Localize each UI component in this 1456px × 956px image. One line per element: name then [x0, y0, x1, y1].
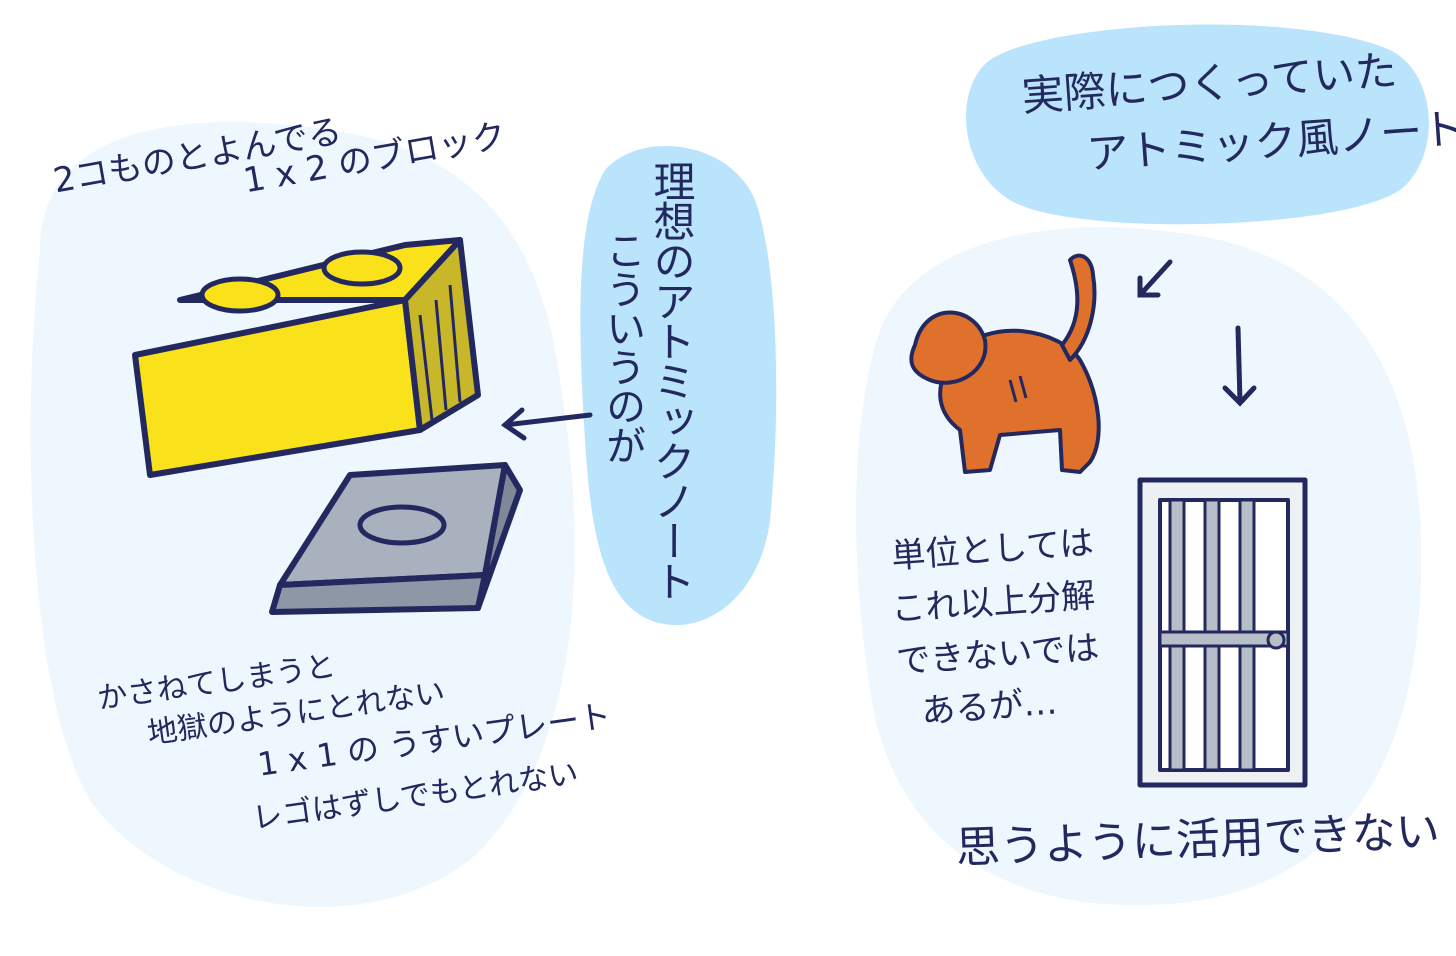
arrow-down-icon — [1222, 325, 1257, 407]
lego-brick-icon — [132, 237, 481, 478]
center-bubble-line-1: 理想のアトミックノート — [647, 160, 696, 600]
right-note-line-4: あるが… — [920, 682, 1059, 732]
center-bubble — [580, 146, 777, 626]
arrow-left-icon — [500, 407, 593, 441]
lego-plate-icon — [269, 462, 523, 615]
door-icon — [1137, 477, 1308, 788]
top-right-bubble — [966, 24, 1429, 225]
center-bubble-line-2: こういうのが — [599, 230, 645, 464]
arrow-down-left-icon — [1137, 259, 1173, 298]
cat-icon — [909, 253, 1101, 474]
